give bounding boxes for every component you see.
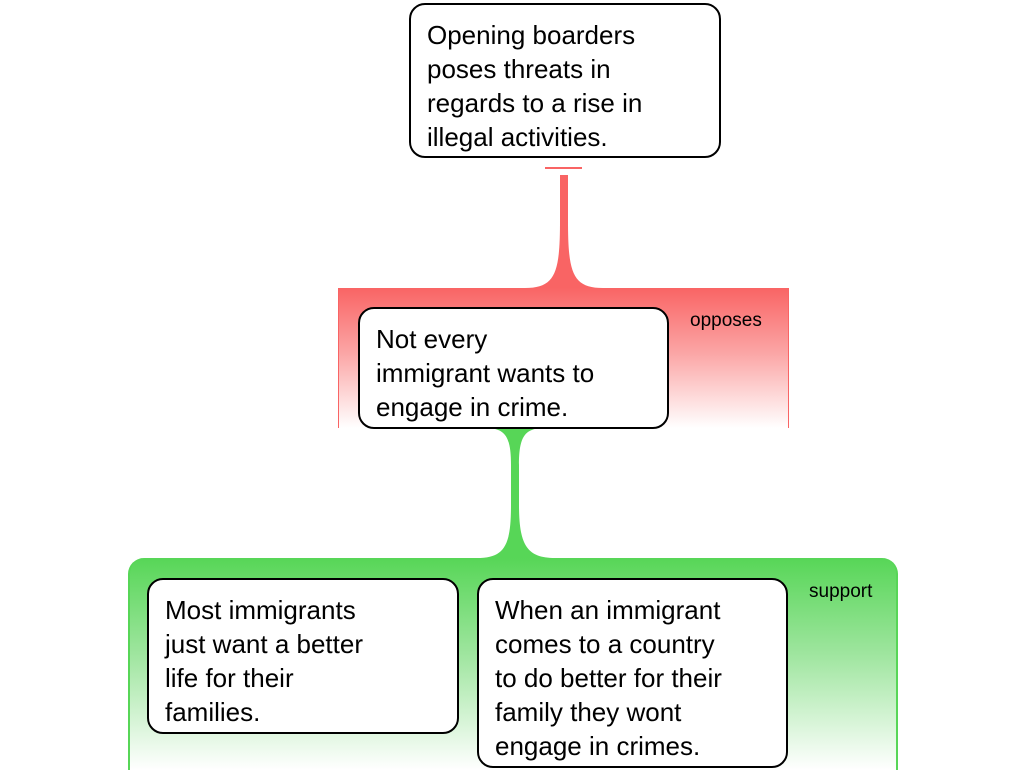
oppose-connector: [525, 175, 603, 288]
support-connector: [477, 428, 555, 558]
oppose-bar-marker: [545, 167, 582, 169]
support-label: support: [809, 581, 873, 602]
opposes-label: opposes: [690, 310, 762, 331]
support-node-1[interactable]: Most immigrants just want a better life …: [147, 578, 459, 734]
objection-node[interactable]: Not every immigrant wants to engage in c…: [358, 307, 669, 429]
claim-node[interactable]: Opening boarders poses threats in regard…: [409, 3, 721, 158]
support-node-2[interactable]: When an immigrant comes to a country to …: [477, 578, 788, 768]
